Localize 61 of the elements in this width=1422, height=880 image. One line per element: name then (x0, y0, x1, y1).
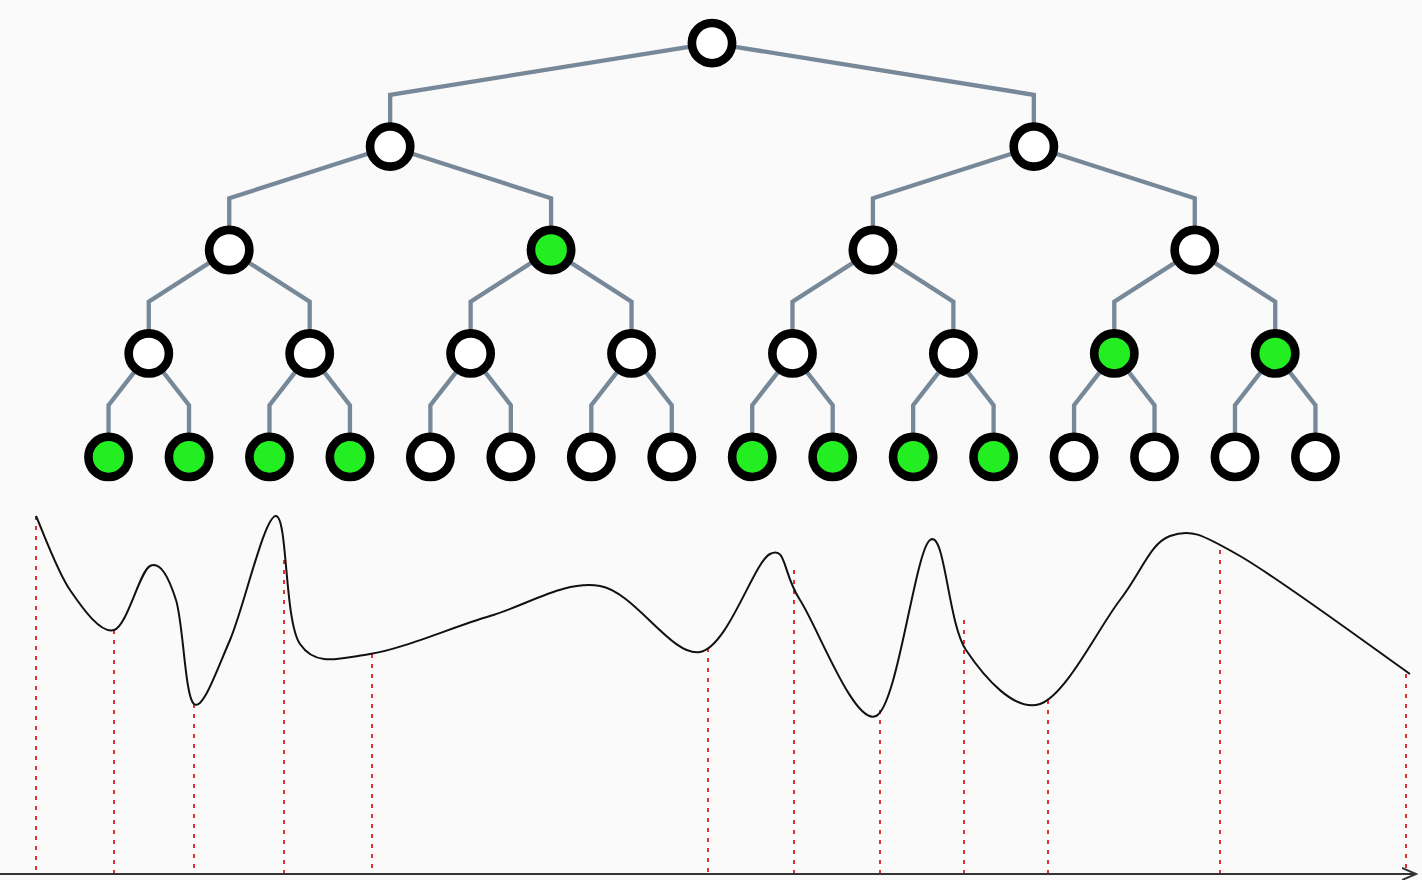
connector (1051, 150, 1196, 230)
node-circle (525, 225, 575, 275)
node-circle (767, 329, 816, 378)
connector (1231, 368, 1264, 437)
connector (1111, 259, 1178, 334)
connector (427, 368, 459, 437)
connector (226, 150, 371, 230)
node-circle (1290, 432, 1339, 482)
node-circle (1169, 225, 1219, 275)
node-circle (83, 432, 132, 482)
connector (565, 259, 633, 334)
connector (480, 368, 512, 437)
connector (1070, 368, 1103, 437)
connector (963, 368, 995, 437)
connector (319, 368, 352, 437)
node-circle (1129, 432, 1178, 482)
node-circle (887, 432, 937, 482)
connector (244, 259, 311, 334)
node-circle (968, 432, 1018, 482)
node-circle (163, 432, 213, 482)
node-circle (123, 329, 173, 378)
connector (802, 368, 834, 437)
connector (749, 368, 781, 437)
node-circle (646, 432, 696, 482)
node-circle (1008, 122, 1058, 171)
connector (105, 368, 138, 437)
node-circle (726, 432, 776, 482)
connector (158, 368, 191, 437)
connector (887, 259, 955, 334)
connector (407, 150, 553, 230)
connector (387, 44, 692, 127)
connector (145, 259, 213, 334)
connector (869, 150, 1015, 230)
node-circle (284, 329, 334, 378)
node-circle (807, 432, 857, 482)
node-circle (686, 18, 736, 68)
node-circle (324, 432, 374, 482)
node-circle (1209, 432, 1259, 482)
node-circle (927, 329, 977, 378)
node-circle (244, 432, 293, 482)
node-circle (847, 225, 897, 275)
connector (266, 368, 299, 437)
connector (1123, 368, 1156, 437)
connector (910, 368, 942, 437)
node-circle (1088, 329, 1138, 378)
connector (789, 259, 857, 334)
node-circle (445, 329, 495, 378)
node-circle (1249, 329, 1299, 378)
node-circle (485, 432, 535, 482)
node-circle (404, 432, 454, 482)
node-circle (364, 122, 414, 171)
connector (1284, 368, 1317, 437)
node-circle (606, 329, 655, 378)
connector (641, 368, 673, 437)
connector (730, 44, 1035, 127)
node-circle (565, 432, 615, 482)
connector (467, 259, 535, 334)
connector (588, 368, 620, 437)
connector (1209, 259, 1277, 334)
node-circle (1048, 432, 1098, 482)
node-circle (203, 225, 253, 275)
